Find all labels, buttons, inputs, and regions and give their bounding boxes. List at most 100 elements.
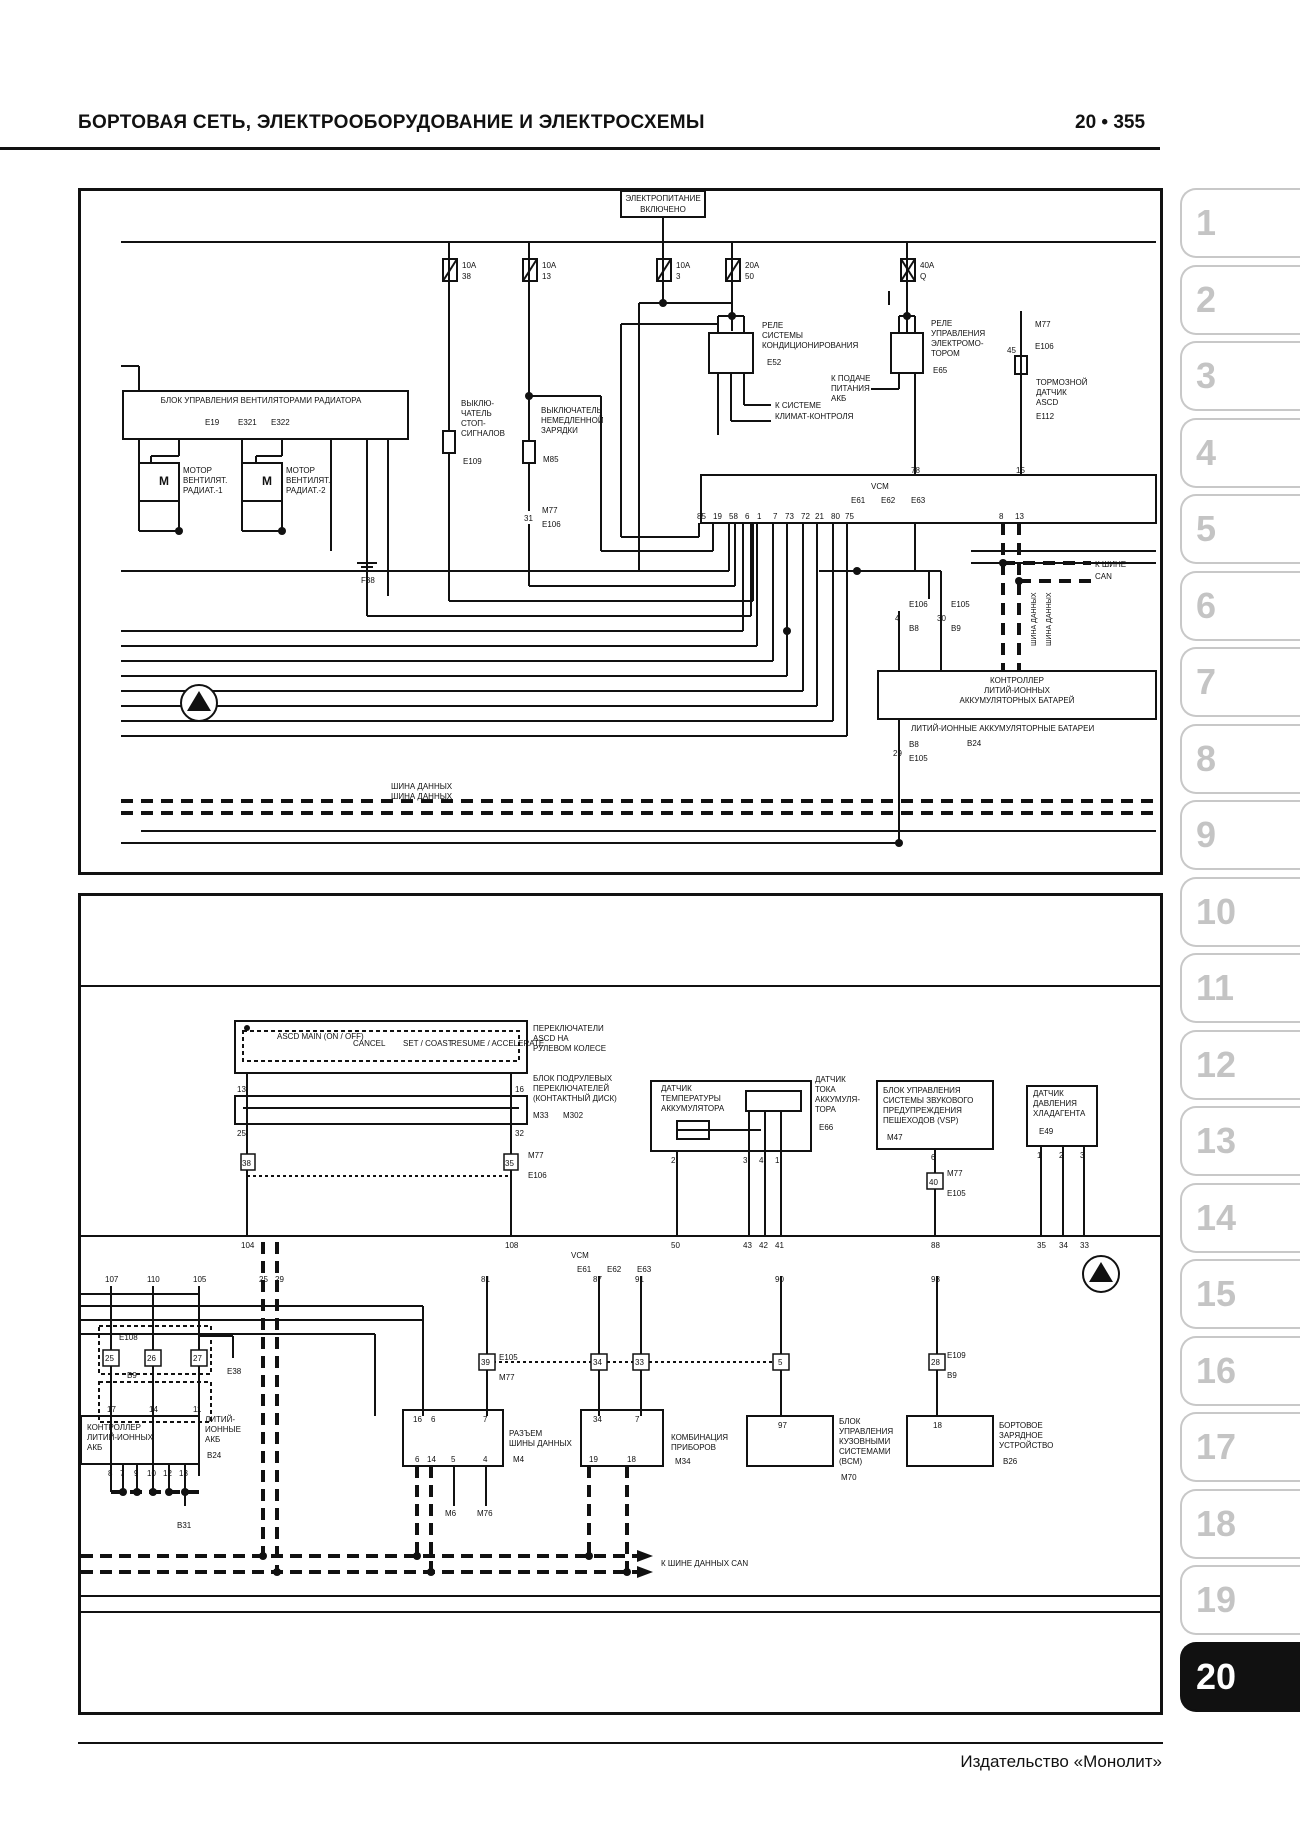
spiral-pin-3: 25 bbox=[237, 1129, 246, 1138]
fuse-2-num: 13 bbox=[542, 272, 551, 281]
switch-resume: RESUME / ACCELERATE bbox=[451, 1039, 544, 1048]
data-conn-pin-1: 16 bbox=[413, 1415, 422, 1424]
top-wiring-diagram: ЭЛЕКТРОПИТАНИЕ ВКЛЮЧЕНО 10A 38 10A 13 10… bbox=[121, 191, 1157, 847]
bottom-wiring-diagram: ASCD MAIN (ON / OFF) CANCEL SET / COAST … bbox=[81, 985, 1160, 1613]
chapter-tab-1[interactable]: 1 bbox=[1180, 188, 1300, 258]
chapter-tab-5[interactable]: 5 bbox=[1180, 494, 1300, 564]
pin-31: 31 bbox=[524, 514, 533, 523]
combi-pin-1: 34 bbox=[593, 1415, 602, 1424]
pin-26: 26 bbox=[147, 1354, 156, 1363]
charge-switch-l2: НЕМЕДЛЕННОЙ bbox=[541, 416, 604, 425]
ac-relay-l3: КОНДИЦИОНИРОВАНИЯ bbox=[762, 341, 858, 350]
fan-conn-2: E321 bbox=[238, 418, 257, 427]
can-label-2: CAN bbox=[1095, 572, 1112, 581]
chapter-tab-2[interactable]: 2 bbox=[1180, 264, 1300, 335]
power-on-label-2: ВКЛЮЧЕНО bbox=[640, 205, 686, 214]
conn39-m77: M77 bbox=[499, 1373, 515, 1382]
motor2-l3: РАДИАТ.-2 bbox=[286, 486, 326, 495]
switch-set-coast: SET / COAST bbox=[403, 1039, 453, 1048]
combi-conn: M34 bbox=[675, 1457, 691, 1466]
data-bus-1: ШИНА ДАННЫХ bbox=[391, 782, 453, 791]
vcm-pin-7: 73 bbox=[785, 512, 794, 521]
charge-switch-l3: ЗАРЯДКИ bbox=[541, 426, 578, 435]
chapter-tab-14[interactable]: 14 bbox=[1180, 1182, 1300, 1253]
vsp-l3: ПРЕДУПРЕЖДЕНИЯ bbox=[883, 1106, 962, 1115]
chapter-tab-17[interactable]: 17 bbox=[1180, 1412, 1300, 1482]
bcm-l2: УПРАВЛЕНИЯ bbox=[839, 1427, 893, 1436]
fuse-2-rating: 10A bbox=[542, 261, 557, 270]
fuse-3-num: 3 bbox=[676, 272, 681, 281]
ground-m6: M6 bbox=[445, 1509, 457, 1518]
switches-label-2: ASCD НА bbox=[533, 1034, 569, 1043]
chapter-tab-10[interactable]: 10 bbox=[1180, 876, 1300, 947]
chapter-tab-12[interactable]: 12 bbox=[1180, 1029, 1300, 1100]
vcm2-label: VCM bbox=[571, 1251, 589, 1260]
charger-conn: B26 bbox=[1003, 1457, 1018, 1466]
vcm-conn-3: E63 bbox=[911, 496, 926, 505]
li2-pin-b-3: 9 bbox=[134, 1469, 139, 1478]
vsp-conn: M47 bbox=[887, 1133, 903, 1142]
chapter-tab-19[interactable]: 19 bbox=[1180, 1565, 1300, 1635]
chapter-tab-3[interactable]: 3 bbox=[1180, 341, 1300, 411]
charge-switch-l1: ВЫКЛЮЧАТЕЛЬ bbox=[541, 406, 602, 415]
data-conn-pin-2: 6 bbox=[431, 1415, 436, 1424]
li-conn-5: B24 bbox=[967, 739, 982, 748]
refrig-pin-3: 3 bbox=[1080, 1151, 1085, 1160]
vcm-pin-r2: 13 bbox=[1015, 512, 1024, 521]
chapter-tab-6[interactable]: 6 bbox=[1180, 570, 1300, 641]
bcm-l1: БЛОК bbox=[839, 1417, 861, 1426]
refrig-l3: ХЛАДАГЕНТА bbox=[1033, 1109, 1086, 1118]
can-label-1: К ШИНЕ bbox=[1095, 560, 1126, 569]
li2-pin-b-5: 12 bbox=[163, 1469, 172, 1478]
li2-pin-b-1: 8 bbox=[108, 1469, 113, 1478]
vcm-bot-pin-3: 50 bbox=[671, 1241, 680, 1250]
batt-current-l1: ДАТЧИК bbox=[815, 1075, 846, 1084]
vsp-pin-40: 40 bbox=[929, 1178, 938, 1187]
chapter-tab-20[interactable]: 20 bbox=[1180, 1641, 1300, 1712]
chapter-tab-8[interactable]: 8 bbox=[1180, 723, 1300, 794]
chapter-tab-11[interactable]: 11 bbox=[1180, 953, 1300, 1023]
motor1-l1: МОТОР bbox=[183, 466, 212, 475]
conn-m77: M77 bbox=[528, 1151, 544, 1160]
batt-pin-3: 4 bbox=[759, 1156, 764, 1165]
motor2-symbol: M bbox=[262, 474, 272, 488]
chapter-tab-16[interactable]: 16 bbox=[1180, 1335, 1300, 1406]
pin31-conn-2: E106 bbox=[542, 520, 561, 529]
batt-current-l4: ТОРА bbox=[815, 1105, 837, 1114]
vcm-bot-pin-9: 34 bbox=[1059, 1241, 1068, 1250]
vcm-pin-r1: 8 bbox=[999, 512, 1004, 521]
data-conn-id: M4 bbox=[513, 1455, 525, 1464]
charger-pin-18: 18 bbox=[933, 1421, 942, 1430]
vcm-pin-8: 72 bbox=[801, 512, 810, 521]
brake-pin: 45 bbox=[1007, 346, 1016, 355]
vcm-bot-pin-4: 43 bbox=[743, 1241, 752, 1250]
stop-switch-l4: СИГНАЛОВ bbox=[461, 429, 505, 438]
combi-pin-3: 19 bbox=[589, 1455, 598, 1464]
chapter-tab-15[interactable]: 15 bbox=[1180, 1259, 1300, 1329]
stop-switch-l3: СТОП- bbox=[461, 419, 486, 428]
data-bus-2: ШИНА ДАННЫХ bbox=[391, 792, 453, 801]
to-abs-l1: К ПОДАЧЕ bbox=[831, 374, 870, 383]
chapter-tab-9[interactable]: 9 bbox=[1180, 800, 1300, 870]
bottom-diagram-frame: ASCD MAIN (ON / OFF) CANCEL SET / COAST … bbox=[78, 893, 1163, 1715]
conn-e108: E108 bbox=[119, 1333, 138, 1342]
vcm-bot-pin-10: 33 bbox=[1080, 1241, 1089, 1250]
fuse-4-num: 50 bbox=[745, 272, 754, 281]
vcm-bot-pin-8: 35 bbox=[1037, 1241, 1046, 1250]
chapter-tab-13[interactable]: 13 bbox=[1180, 1106, 1300, 1176]
vcm-pin-1: 85 bbox=[697, 512, 706, 521]
li-conn-1: E106 bbox=[909, 600, 928, 609]
batt-temp-l3: АККУМУЛЯТОРА bbox=[661, 1104, 725, 1113]
chapter-tab-18[interactable]: 18 bbox=[1180, 1488, 1300, 1559]
switch-ascd-main: ASCD MAIN (ON / OFF) bbox=[277, 1032, 364, 1041]
chapter-tab-7[interactable]: 7 bbox=[1180, 647, 1300, 717]
bcm-pin-5: 5 bbox=[778, 1358, 783, 1367]
spiral-label-3: (КОНТАКТНЫЙ ДИСК) bbox=[533, 1094, 617, 1103]
can-vertical-2: ШИНА ДАННЫХ bbox=[1046, 592, 1053, 646]
vcm-conn-2: E62 bbox=[881, 496, 896, 505]
vcm2-pin-3: 105 bbox=[193, 1275, 207, 1284]
conn-e109: E109 bbox=[947, 1351, 966, 1360]
ground-f38: F38 bbox=[361, 576, 375, 585]
chapter-tab-4[interactable]: 4 bbox=[1180, 417, 1300, 488]
vcm2-conn-1: E61 bbox=[577, 1265, 592, 1274]
